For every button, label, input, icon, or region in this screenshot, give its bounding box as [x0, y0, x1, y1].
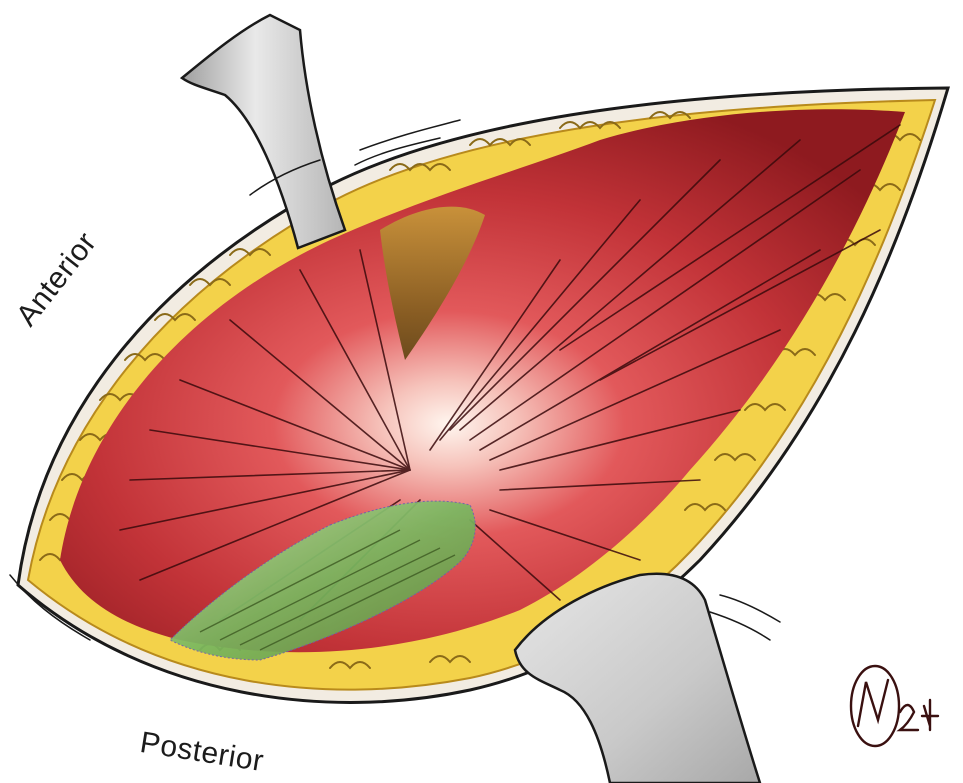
deep-pocket [380, 206, 485, 360]
lower-retractor [513, 572, 762, 783]
sketch-strokes [9, 119, 781, 641]
green-fascia-fibers [199, 529, 456, 651]
artist-signature [849, 664, 940, 748]
upper-retractor [179, 13, 347, 250]
muscle [60, 109, 905, 653]
green-fascia [169, 500, 476, 661]
